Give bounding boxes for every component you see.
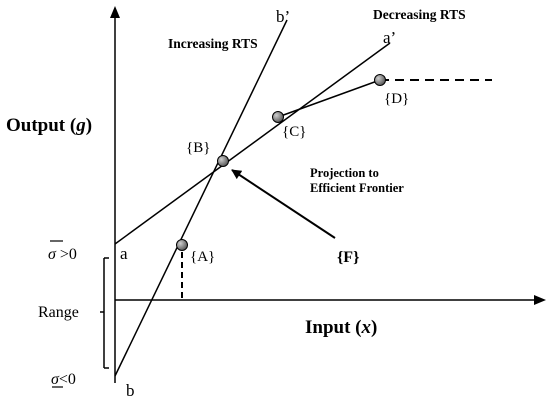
line-b-b-prime (114, 19, 288, 377)
line-a-end-label: a’ (383, 28, 396, 47)
point-b-marker (217, 155, 229, 167)
increasing-rts-label: Increasing RTS (168, 36, 258, 51)
sigma-bar-label: σ >0 (48, 246, 77, 263)
y-axis-arrow-icon (110, 6, 120, 18)
point-c-marker (272, 111, 284, 123)
line-b-start-label: b (126, 381, 135, 400)
point-f-label: {F} (337, 249, 359, 266)
range-label: Range (38, 304, 79, 321)
projection-arrow (231, 169, 336, 239)
point-a-label: {A} (190, 249, 215, 265)
point-d-marker (374, 74, 386, 86)
projection-label-line1: Projection to (310, 166, 379, 180)
point-a-marker (176, 239, 188, 251)
line-b-end-label: b’ (276, 7, 290, 26)
point-d-label: {D} (384, 91, 409, 107)
point-b-label: {B} (186, 140, 210, 156)
line-a-a-prime (114, 42, 391, 245)
x-axis-arrow-icon (534, 295, 546, 305)
input-axis-title: Input (x) (305, 317, 377, 338)
sigma-under-label: σ<0 (51, 371, 76, 388)
decreasing-rts-label: Decreasing RTS (373, 7, 466, 22)
point-c-label: {C} (282, 124, 306, 140)
output-axis-title: Output (g) (6, 115, 92, 136)
line-a-start-label: a (120, 244, 128, 263)
frontier-segment-c-d (277, 79, 381, 118)
projection-label-line2: Efficient Frontier (310, 181, 404, 195)
